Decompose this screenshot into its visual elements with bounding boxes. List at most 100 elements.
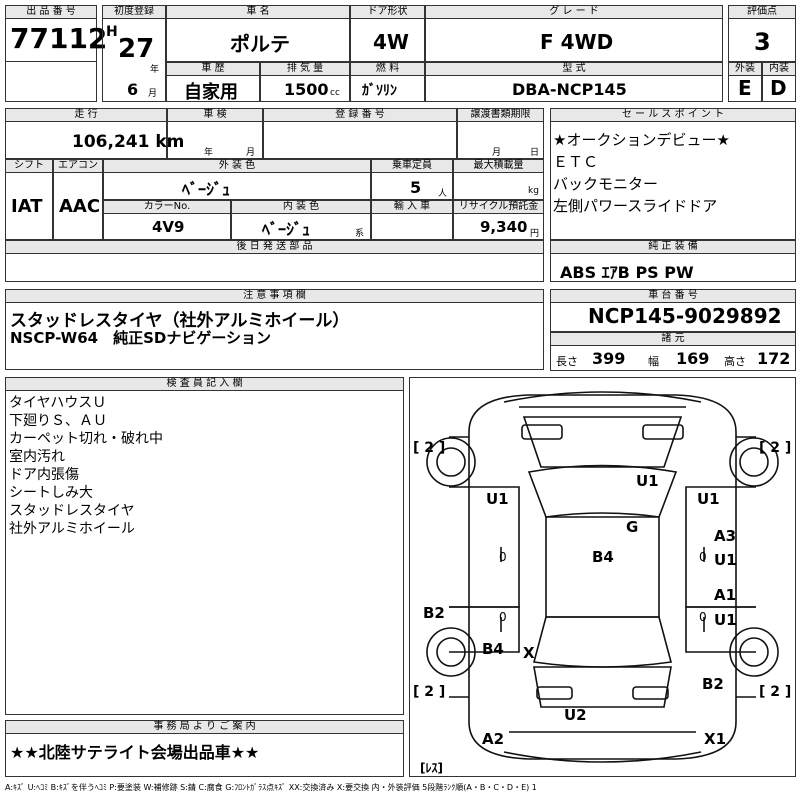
height: 172 (757, 349, 791, 368)
tire-tread-mark: [ 2 ] (413, 684, 446, 700)
height-label: 高さ (724, 355, 746, 368)
sales-item: 左側パワースライドドア (553, 197, 718, 215)
inspector-line: カーペット切れ・破れ中 (9, 431, 163, 447)
capacity: 5 (410, 178, 422, 197)
int-color-unit: 系 (355, 229, 365, 239)
lot-label: 出 品 番 号 (5, 5, 97, 19)
tire-tread-mark: [ 2 ] (413, 440, 446, 456)
displacement: 1500 (284, 80, 329, 99)
damage-mark: U1 (486, 490, 509, 508)
notes-cell (5, 302, 544, 370)
recycle-unit: 円 (530, 229, 540, 239)
era: H (106, 24, 118, 40)
interior-cell (762, 75, 796, 102)
lot-number: 77112 (10, 22, 108, 55)
damage-mark: A1 (714, 586, 737, 604)
transfer-cell (457, 121, 544, 159)
inspection-year-unit: 年 (204, 148, 214, 158)
capacity-cell (371, 172, 453, 200)
first-reg-label: 初度登録 (102, 5, 166, 19)
score: 3 (754, 28, 771, 56)
fuel-label: 燃 料 (350, 62, 425, 76)
interior-grade: D (770, 76, 787, 100)
load-cell (453, 172, 544, 200)
sales-cell (550, 121, 796, 240)
width-label: 幅 (648, 355, 659, 368)
interior-label: 内装 (762, 62, 796, 76)
regno-label: 登 録 番 号 (263, 108, 457, 122)
inspector-line: 下廻りＳ、ＡＵ (9, 413, 107, 429)
load-label: 最大積載量 (453, 159, 544, 173)
zero-mark: 0 (499, 610, 507, 624)
transfer-day-unit: 日 (530, 148, 540, 158)
model: DBA-NCP145 (512, 80, 627, 99)
length: 399 (592, 349, 626, 368)
lot-lower-cell (5, 61, 97, 102)
capacity-unit: 人 (438, 189, 448, 199)
int-color-cell (231, 213, 371, 240)
score-label: 評価点 (728, 5, 796, 19)
int-color: ﾍﾞｰｼﾞｭ (262, 220, 311, 239)
zero-mark: 0 (699, 550, 707, 564)
ac: AAC (59, 196, 101, 217)
colorno-label: カラーNo. (103, 200, 231, 214)
factory-items: ABS ｴｱB PS PW (560, 263, 694, 282)
model-cell (425, 75, 723, 102)
zero-mark: 0 (499, 550, 507, 564)
width: 169 (676, 349, 710, 368)
import-label: 輸 入 車 (371, 200, 453, 214)
office-cell (5, 733, 404, 777)
reg-month-unit: 月 (148, 89, 158, 99)
colorno-cell (103, 213, 231, 240)
car-diagram-frame (409, 377, 796, 777)
zero-mark: 0 (699, 610, 707, 624)
inspector-line: タイヤハウスＵ (9, 395, 107, 411)
damage-mark: U1 (714, 551, 737, 569)
recycle: 9,340 (480, 218, 528, 236)
displacement-label: 排 気 量 (260, 62, 350, 76)
transfer-label: 譲渡書類期限 (457, 108, 544, 122)
tire-tread-mark: [ 2 ] (759, 440, 792, 456)
shift-label: シフト (5, 159, 53, 173)
displacement-unit: cc (330, 88, 340, 98)
mileage-label: 走 行 (5, 108, 167, 122)
recycle-label: リサイクル預託金 (453, 200, 544, 214)
fuel-cell (350, 75, 425, 102)
inspector-line: スタッドレスタイヤ (9, 503, 135, 519)
notes-label: 注 意 事 項 欄 (5, 289, 544, 303)
chassis-cell (550, 302, 796, 332)
office-text: ★★北陸サテライト会場出品車★★ (10, 743, 260, 762)
inspector-line: ドア内張傷 (9, 467, 79, 483)
grade-cell (425, 18, 723, 62)
load-unit: kg (528, 186, 539, 196)
history: 自家用 (184, 82, 238, 103)
damage-mark: B2 (702, 675, 724, 693)
exterior-grade: E (738, 76, 752, 100)
factory-cell (550, 253, 796, 282)
damage-mark: X (523, 644, 535, 662)
reg-month: 6 (127, 80, 139, 99)
notes-line: NSCP-W64 純正SDナビゲーション (10, 329, 272, 347)
colorno: 4V9 (152, 218, 185, 236)
model-label: 型 式 (425, 62, 723, 76)
inspector-line: 室内汚れ (9, 449, 65, 465)
damage-mark: U1 (697, 490, 720, 508)
inspection-label: 車 検 (167, 108, 263, 122)
shift-cell (5, 172, 53, 240)
damage-mark: G (626, 518, 639, 536)
mileage-cell (5, 121, 167, 159)
displacement-cell (260, 75, 350, 102)
sales-item: バックモニター (553, 175, 659, 193)
spec-cell (550, 345, 796, 371)
damage-mark: A2 (482, 730, 505, 748)
inspector-cell (5, 390, 404, 715)
car-diagram (426, 391, 779, 763)
chassis-number: NCP145-9029892 (588, 304, 782, 328)
office-label: 事 務 局 よ り ご 案 内 (5, 720, 404, 734)
door-cell (350, 18, 425, 62)
import-cell (371, 213, 453, 240)
spec-label: 諸 元 (550, 332, 796, 346)
sales-label: セ ー ル ス ポ イ ン ト (550, 108, 796, 122)
exterior-cell (728, 75, 762, 102)
fuel: ｶﾞｿﾘﾝ (362, 83, 397, 99)
